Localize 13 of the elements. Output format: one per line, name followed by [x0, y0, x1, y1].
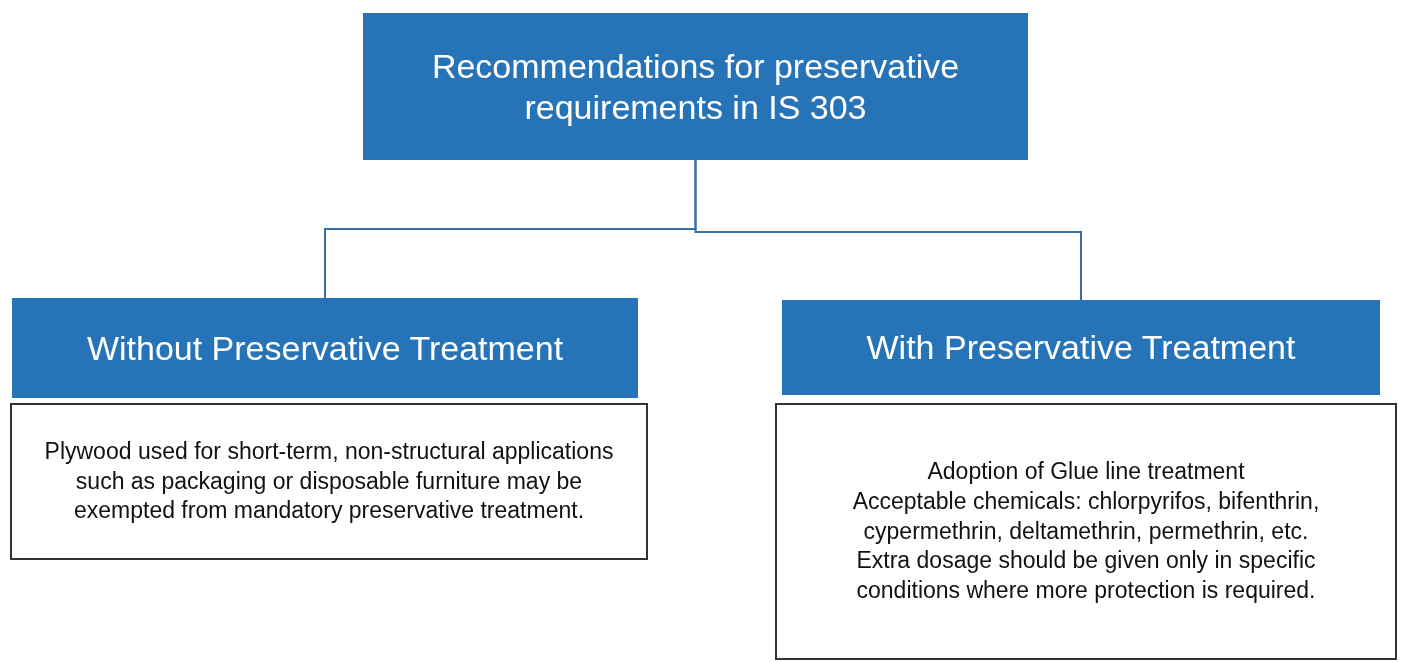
- heading-box: [782, 300, 1380, 395]
- heading-text: Recommendations for preservative requirements in IS 303: [430, 45, 961, 128]
- text-box: [775, 403, 1397, 660]
- heading-box: [363, 13, 1028, 160]
- body-text: Extra dosage should be given only in specific conditions where more protection is required.: [855, 546, 1317, 606]
- connector-line: [694, 159, 1082, 301]
- heading-box: [12, 298, 638, 398]
- heading-text: Without Preservative Treatment: [86, 327, 564, 369]
- body-text: Acceptable chemicals: chlorpyrifos, bifenthrin, cypermethrin, deltamethrin, permethrin, etc.: [851, 486, 1321, 546]
- text-box: [10, 403, 648, 560]
- body-text: Plywood used for short-term, non-structural applications such as packaging or disposable furniture may be exempted from mandatory preservative treatment.: [43, 436, 615, 526]
- body-text: Adoption of Glue line treatment: [927, 456, 1245, 486]
- heading-text: With Preservative Treatment: [866, 327, 1296, 368]
